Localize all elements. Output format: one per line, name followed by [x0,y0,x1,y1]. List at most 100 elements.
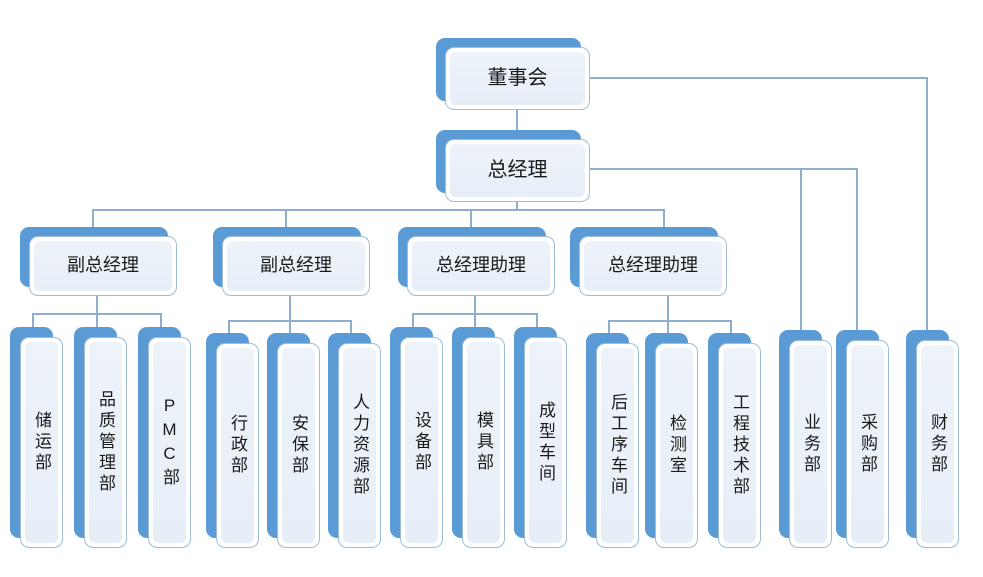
connector-asst1-to-dept07 [412,313,414,327]
node-gm-assistant-2[interactable]: 总经理助理 [570,227,727,296]
connector-bus-to-vgm2 [285,209,287,228]
node-dept-mojubu[interactable]: 模具部 [452,327,505,548]
node-label: 检测室 [667,414,686,477]
node-dept-caigoubu[interactable]: 采购部 [836,330,889,548]
node-dept-renliziyuanbu[interactable]: 人力资源部 [328,333,381,548]
node-general-manager[interactable]: 总经理 [436,130,590,202]
connector-asst1-to-dept09 [536,313,538,327]
node-front-card: 总经理 [445,139,590,202]
node-inner-fill [723,348,756,543]
node-front-card: 副总经理 [29,236,177,296]
node-inner-fill [343,348,376,543]
node-dept-hougongxuchejian[interactable]: 后工序车间 [586,333,639,548]
node-vice-gm-1[interactable]: 副总经理 [20,227,177,296]
node-dept-pmc[interactable]: PMC部 [138,327,191,548]
node-front-card: 人力资源部 [338,343,381,548]
node-front-card: 董事会 [445,47,590,110]
node-label: 总经理助理 [608,255,698,276]
connector-bus-to-vgm1 [92,209,94,228]
connector-vgm1-to-dept01 [32,313,34,327]
node-label: 后工序车间 [608,393,627,498]
connector-asst1-to-dept08 [474,313,476,327]
node-front-card: 采购部 [846,340,889,548]
connector-gm-to-caigou [856,168,858,330]
node-dept-gongchengjishubu[interactable]: 工程技术部 [708,333,761,548]
node-inner-fill [405,342,438,543]
node-inner-fill [851,345,884,543]
node-front-card: 工程技术部 [718,343,761,548]
connector-bus-to-asst1 [470,209,472,228]
node-label: 业务部 [801,412,820,476]
node-inner-fill [450,144,585,197]
node-dept-shebeibu[interactable]: 设备部 [390,327,443,548]
connector-vgm1-to-dept03 [160,313,162,327]
node-inner-fill [282,348,315,543]
connector-bus-to-asst2 [663,209,665,228]
connector-asst2-stem [667,296,669,321]
node-inner-fill [584,241,722,291]
node-label: 品质管理部 [96,390,115,495]
node-inner-fill [25,342,58,543]
node-front-card: 品质管理部 [84,337,127,548]
node-front-card: 业务部 [789,340,832,548]
connector-asst2-bus [608,320,730,322]
node-front-card: 行政部 [216,343,259,548]
node-dept-yewubu[interactable]: 业务部 [779,330,832,548]
connector-asst2-to-dept10 [608,320,610,333]
node-dept-pinzhiguanlibu[interactable]: 品质管理部 [74,327,127,548]
node-gm-assistant-1[interactable]: 总经理助理 [398,227,555,296]
node-label: 董事会 [487,66,548,89]
node-inner-fill [221,348,254,543]
connector-vgm1-stem [96,296,98,314]
node-vice-gm-2[interactable]: 副总经理 [213,227,370,296]
node-inner-fill [794,345,827,543]
node-inner-fill [227,241,365,291]
node-inner-fill [34,241,172,291]
node-inner-fill [450,52,585,105]
node-label: 副总经理 [260,255,332,276]
node-label: PMC部 [160,395,179,490]
connector-level3-bus [92,209,665,211]
node-dept-anbaobu[interactable]: 安保部 [267,333,320,548]
connector-asst2-to-dept12 [730,320,732,333]
node-front-card: 检测室 [655,343,698,548]
connector-asst2-to-dept11 [667,320,669,333]
node-front-card: 安保部 [277,343,320,548]
connector-vgm1-to-dept02 [96,313,98,327]
node-front-card: 成型车间 [524,337,567,548]
connector-board-to-gm [516,110,518,140]
node-dept-caiwubu[interactable]: 财务部 [906,330,959,548]
node-front-card: 财务部 [916,340,959,548]
node-front-card: 总经理助理 [407,236,555,296]
node-inner-fill [153,342,186,543]
node-label: 安保部 [289,414,308,477]
connector-vgm2-to-dept05 [289,320,291,333]
node-label: 储运部 [32,411,51,474]
node-label: 成型车间 [536,400,555,485]
node-label: 总经理助理 [436,255,526,276]
connector-board-right-h [590,77,928,79]
node-inner-fill [660,348,693,543]
node-dept-xingzhengbu[interactable]: 行政部 [206,333,259,548]
node-dept-jianceshi[interactable]: 检测室 [645,333,698,548]
connector-gm-right-h [590,168,858,170]
node-label: 总经理 [487,158,548,181]
node-label: 副总经理 [67,255,139,276]
connector-vgm2-to-dept06 [350,320,352,333]
node-inner-fill [467,342,500,543]
node-board[interactable]: 董事会 [436,38,590,110]
node-inner-fill [601,348,634,543]
node-label: 模具部 [474,411,493,474]
node-front-card: 设备部 [400,337,443,548]
node-dept-chuyunbu[interactable]: 储运部 [10,327,63,548]
connector-vgm2-stem [289,296,291,321]
node-inner-fill [89,342,122,543]
node-front-card: PMC部 [148,337,191,548]
node-label: 设备部 [412,411,431,474]
node-inner-fill [412,241,550,291]
node-label: 财务部 [928,412,947,476]
connector-board-right-v [926,77,928,330]
node-label: 行政部 [228,414,247,477]
node-dept-chengxingchejian[interactable]: 成型车间 [514,327,567,548]
